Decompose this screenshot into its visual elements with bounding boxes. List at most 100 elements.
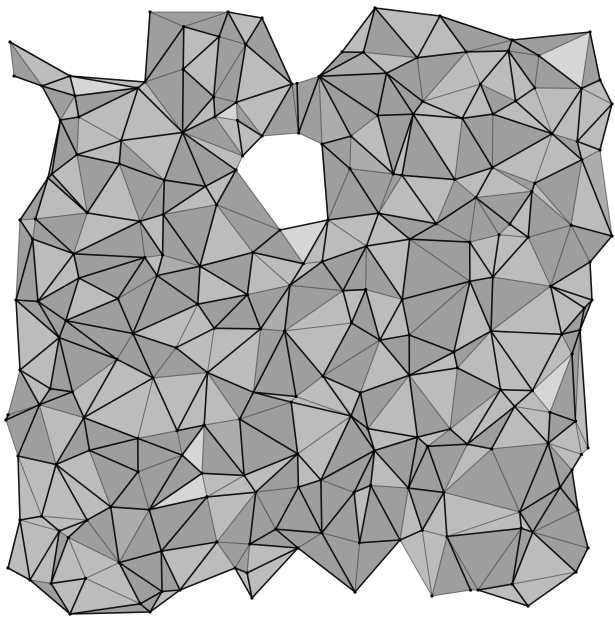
- mesh-vertex: [580, 87, 583, 90]
- mesh-vertex: [49, 387, 52, 390]
- mesh-vertex: [576, 508, 579, 511]
- mesh-vertex: [349, 135, 352, 138]
- mesh-vertex: [143, 80, 146, 83]
- mesh-vertex: [109, 505, 112, 508]
- mesh-vertex: [474, 196, 477, 199]
- mesh-vertex: [489, 330, 492, 333]
- mesh-vertex: [610, 102, 613, 105]
- mesh-vertex: [340, 50, 343, 53]
- mesh-vertex: [610, 234, 613, 237]
- mesh-vertex: [278, 228, 281, 231]
- mesh-vertex: [163, 179, 166, 182]
- mesh-vertex: [139, 602, 142, 605]
- mesh-vertex: [578, 328, 581, 331]
- mesh-vertex: [250, 596, 253, 599]
- mesh-vertex: [156, 274, 159, 277]
- mesh-vertex: [421, 529, 424, 532]
- mesh-vertex: [46, 176, 49, 179]
- mesh-vertex: [198, 265, 201, 268]
- mesh-vertex: [205, 495, 208, 498]
- mesh-edge: [366, 246, 367, 290]
- mesh-vertex: [392, 172, 395, 175]
- mesh-vertex: [398, 538, 401, 541]
- mesh-vertex: [118, 162, 121, 165]
- mesh-vertex: [31, 237, 34, 240]
- mesh-vertex: [320, 142, 323, 145]
- mesh-vertex: [507, 49, 510, 52]
- mesh-vertex: [520, 527, 523, 530]
- mesh-vertex: [353, 491, 356, 494]
- mesh-vertex: [6, 413, 9, 416]
- mesh-vertex: [302, 262, 305, 265]
- mesh-vertex: [490, 447, 493, 450]
- mesh-vertex: [588, 260, 591, 263]
- mesh-vertex: [246, 571, 249, 574]
- mesh-vertex: [527, 236, 530, 239]
- mesh-vertex: [136, 86, 139, 89]
- mesh-vertex: [260, 16, 263, 19]
- mesh-vertex: [365, 245, 368, 248]
- mesh-vertex: [14, 298, 17, 301]
- mesh-vertex: [319, 478, 322, 481]
- mesh-edge: [163, 214, 164, 255]
- mesh-vertex: [148, 508, 151, 511]
- mesh-vertex: [511, 583, 514, 586]
- mesh-vertex: [18, 368, 21, 371]
- mesh-vertex: [499, 388, 502, 391]
- mesh-vertex: [260, 134, 263, 137]
- mesh-vertex: [233, 566, 236, 569]
- mesh-vertex: [58, 336, 61, 339]
- mesh-vertex: [583, 306, 586, 309]
- mesh-vertex: [290, 401, 293, 404]
- mesh-vertex: [215, 540, 218, 543]
- mesh-vertex: [576, 140, 579, 143]
- mesh-vertex: [321, 375, 324, 378]
- mesh-vertex: [40, 515, 43, 518]
- mesh-vertex: [598, 148, 601, 151]
- mesh-vertex: [67, 536, 70, 539]
- mesh-vertex: [203, 424, 206, 427]
- mesh-vertex: [491, 276, 494, 279]
- mesh-vertex: [274, 528, 277, 531]
- mesh-vertex: [580, 158, 583, 161]
- mesh-vertex: [50, 582, 53, 585]
- mesh-vertex: [510, 38, 513, 41]
- mesh-vertex: [400, 174, 403, 177]
- mesh-edge: [183, 69, 184, 132]
- mesh-vertex: [283, 329, 286, 332]
- mesh-vertex: [212, 95, 215, 98]
- mesh-vertex: [254, 491, 257, 494]
- mesh-vertex: [86, 211, 89, 214]
- mesh-vertex: [290, 82, 293, 85]
- mesh-vertex: [238, 418, 241, 421]
- mesh-vertex: [369, 484, 372, 487]
- mesh-vertex: [40, 84, 43, 87]
- mesh-vertex: [178, 588, 181, 591]
- mesh-vertex: [376, 114, 379, 117]
- mesh-edge: [492, 114, 493, 168]
- mesh-vertex: [412, 113, 415, 116]
- mesh-vertex: [82, 416, 85, 419]
- mesh-vertex: [533, 86, 536, 89]
- mesh-vertex: [131, 332, 134, 335]
- mesh-vertex: [241, 154, 244, 157]
- mesh-vertex: [288, 284, 291, 287]
- mesh-vertex: [50, 172, 53, 175]
- mesh-vertex: [518, 510, 521, 513]
- mesh-vertex: [465, 50, 468, 53]
- mesh-vertex: [115, 358, 118, 361]
- mesh-vertex: [452, 350, 455, 353]
- mesh-vertex: [416, 56, 419, 59]
- mesh-vertex: [530, 190, 533, 193]
- mesh-vertex: [294, 395, 297, 398]
- mesh-vertex: [118, 561, 121, 564]
- mesh-vertex: [236, 119, 239, 122]
- mesh-vertex: [349, 414, 352, 417]
- mesh-edge: [214, 328, 260, 329]
- mesh-vertex: [430, 594, 433, 597]
- mesh-vertex: [574, 570, 577, 573]
- mesh-vertex: [468, 280, 471, 283]
- mesh-vertex: [466, 443, 469, 446]
- mesh-vertex: [12, 74, 15, 77]
